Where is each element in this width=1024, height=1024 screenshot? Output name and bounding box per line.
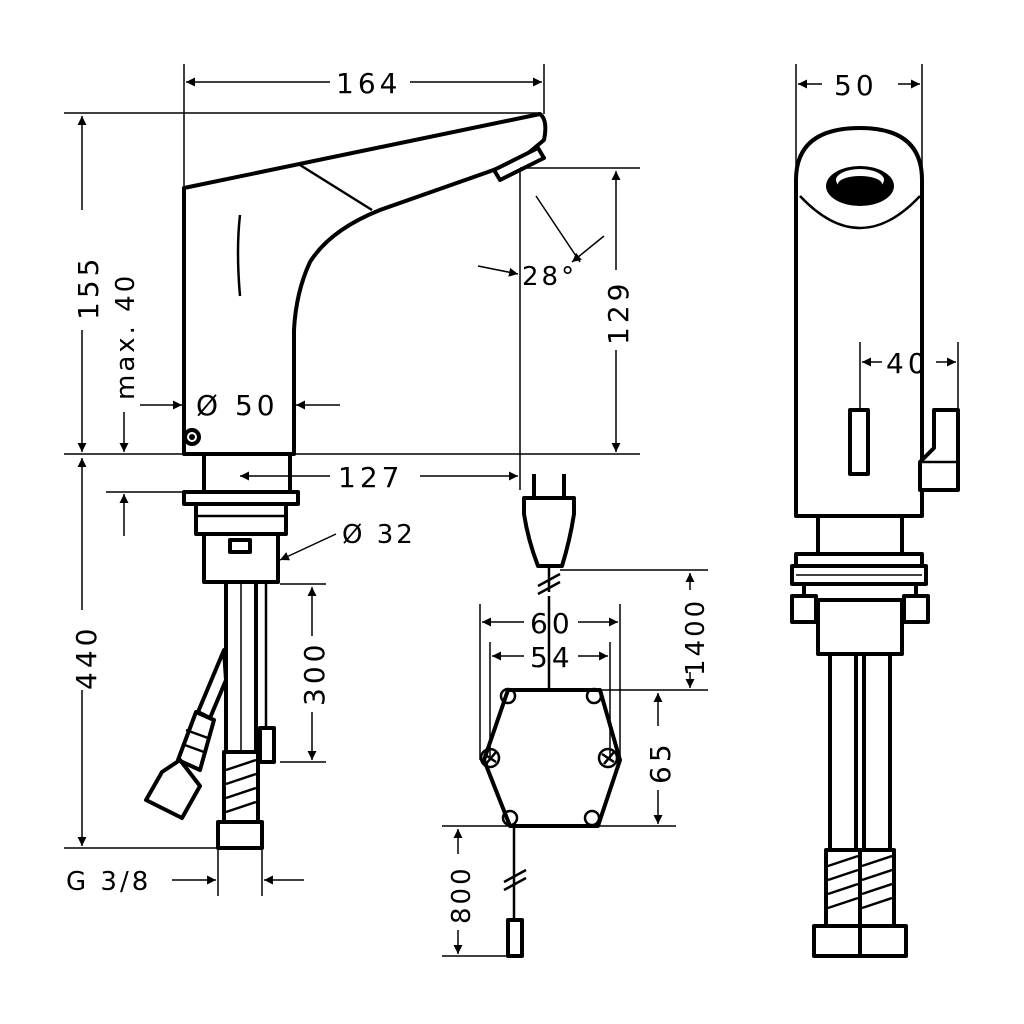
dim-127-label: 127 [338,461,403,494]
dim-60-label: 60 [530,607,574,640]
dim-dia32-label: Ø 32 [342,520,416,550]
control-box [479,474,622,958]
dim-g38-label: G 3/8 [66,867,151,897]
dim-54-label: 54 [530,641,574,674]
dim-dia50-label: Ø 50 [196,389,279,422]
front-dimensions: 164 155 max. 40 Ø 50 129 28° 127 Ø [64,64,640,897]
dim-800-label: 800 [447,865,477,924]
dim-side40-label: 40 [886,347,930,380]
dim-129-label: 129 [602,280,635,345]
control-box-dimensions: 60 54 1400 65 800 [442,569,711,957]
dim-164-label: 164 [336,67,401,100]
dim-155-label: 155 [72,255,105,320]
dim-side50-label: 50 [834,69,878,102]
dim-1400-label: 1400 [681,598,711,676]
dim-28deg-label: 28° [522,262,577,292]
dim-max40-label: max. 40 [111,273,141,400]
dim-65-label: 65 [644,740,677,784]
dim-300-label: 300 [298,641,331,706]
faucet-side-view [790,126,960,958]
side-dimensions: 50 40 [795,64,959,408]
dim-440-label: 440 [70,625,103,690]
